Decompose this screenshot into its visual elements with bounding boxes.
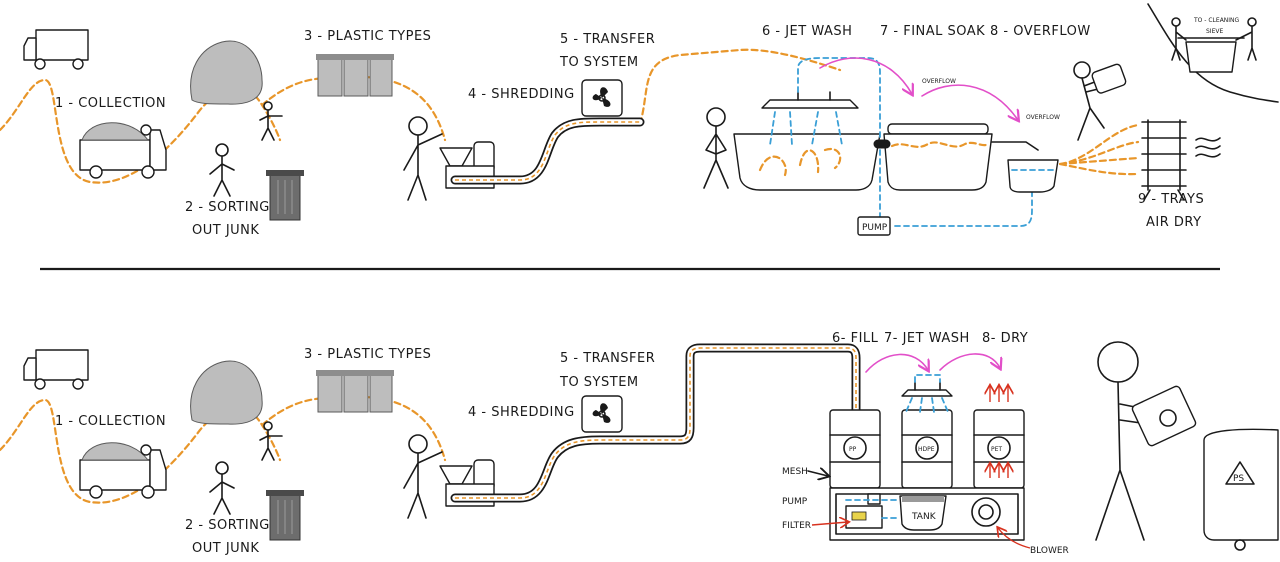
bottom-label-fill: 6- FILL — [832, 331, 879, 346]
bottom-label-jet-wash: 7- JET WASH — [884, 331, 970, 346]
bottom-label-shredding: 4 - SHREDDING — [468, 405, 575, 420]
top-label-sorting-2: OUT JUNK — [192, 223, 259, 238]
bottom-filter-leader — [811, 522, 848, 525]
top-carrying-person — [1073, 61, 1127, 141]
top-transfer-tube-flow — [455, 121, 640, 181]
bottom-arrow-fill-to-wash — [865, 353, 928, 372]
top-observer-person — [703, 107, 729, 189]
top-label-trays-1: 9 - TRAYS — [1138, 192, 1204, 207]
top-arrow-overflow-2 — [921, 84, 1018, 120]
bottom-ps-bin: PS — [1203, 428, 1279, 551]
bottom-base-unit — [829, 487, 1025, 541]
top-label-pump: PUMP — [862, 223, 888, 233]
top-plastic-pile — [190, 40, 263, 105]
bottom-label-transfer-2: TO SYSTEM — [559, 375, 639, 390]
bottom-trash-bin-icon — [266, 490, 304, 541]
top-transfer-flow-path — [638, 48, 842, 126]
bottom-jet-wash-head — [901, 381, 953, 413]
top-label-final-soak: 7 - FINAL SOAK — [880, 24, 985, 39]
bottom-sorting-person — [209, 461, 235, 515]
top-label-sorting-1: 2 - SORTING — [185, 200, 270, 215]
bottom-label-mesh: MESH — [782, 467, 808, 477]
top-label-overflow-small-1: OVERFLOW — [922, 78, 956, 85]
bottom-mesh-leader — [807, 471, 828, 476]
top-jet-wash-tank — [733, 91, 881, 191]
bottom-label-plastic-types: 3 - PLASTIC TYPES — [304, 347, 431, 362]
bottom-arrow-wash-to-dry — [939, 353, 1000, 370]
top-plastic-type-bins — [316, 54, 394, 97]
top-label-transfer-1: 5 - TRANSFER — [560, 32, 655, 47]
top-inset-boundary — [1147, 3, 1279, 103]
bottom-blower-leader — [998, 528, 1031, 549]
top-shredding-person — [403, 116, 443, 201]
bottom-jet-water-line — [914, 374, 941, 383]
bottom-label-drum-pp: PP — [849, 446, 857, 453]
bottom-label-collection: 1 - COLLECTION — [55, 414, 166, 429]
bottom-label-sorting-1: 2 - SORTING — [185, 518, 270, 533]
top-pump-box: PUMP — [857, 216, 891, 236]
top-small-person — [259, 101, 283, 141]
bottom-label-bin: PS — [1233, 474, 1244, 484]
bottom-drum-hdpe: HDPE — [901, 409, 953, 489]
top-label-collection: 1 - COLLECTION — [55, 96, 166, 111]
top-label-plastic-types: 3 - PLASTIC TYPES — [304, 29, 431, 44]
top-flakes-to-trays — [1058, 123, 1140, 176]
top-sieve-illustration: TO - CLEANING SIEVE — [1171, 17, 1257, 73]
bottom-label-drum-pet: PET — [991, 446, 1002, 453]
top-air-icon — [1195, 137, 1221, 158]
top-fan-icon — [581, 79, 623, 117]
bottom-process: 1 - COLLECTION 2 - SORTING OUT JUNK 3 - … — [0, 331, 1279, 556]
bottom-label-filter: FILTER — [782, 521, 811, 531]
bottom-plastic-pile — [190, 360, 263, 425]
bottom-label-tank: TANK — [911, 512, 937, 522]
top-label-trays-2: AIR DRY — [1146, 215, 1202, 230]
top-arrow-overflow-1 — [819, 57, 912, 94]
top-process: 1 - COLLECTION 2 - SORTING OUT JUNK 3 - … — [0, 3, 1279, 238]
bottom-plastic-flow-path — [0, 395, 447, 504]
top-final-soak-tank — [883, 123, 993, 191]
bottom-transfer-tube-flow — [455, 347, 857, 499]
top-label-shredding: 4 - SHREDDING — [468, 87, 575, 102]
bottom-label-transfer-1: 5 - TRANSFER — [560, 351, 655, 366]
top-trash-bin-icon — [266, 170, 304, 221]
bottom-plastic-type-bins — [316, 370, 394, 413]
bottom-label-blower: BLOWER — [1030, 546, 1069, 556]
bottom-fan-icon — [581, 395, 623, 433]
bottom-shredding-person — [403, 434, 443, 519]
top-sorting-person — [209, 143, 235, 197]
top-label-overflow: 8 - OVERFLOW — [990, 24, 1091, 39]
bottom-empty-truck — [23, 349, 89, 390]
top-overflow-bowl — [991, 141, 1059, 193]
bottom-heat-arrows — [990, 386, 1008, 478]
bottom-worker-person — [1095, 341, 1197, 541]
bottom-label-drum-hdpe: HDPE — [918, 446, 935, 453]
top-loaded-truck — [79, 122, 167, 179]
bottom-loaded-truck — [79, 442, 167, 499]
top-empty-truck — [23, 29, 89, 70]
top-water-return — [894, 187, 1033, 227]
top-label-overflow-small-2: OVERFLOW — [1026, 114, 1060, 121]
top-label-jet-wash: 6 - JET WASH — [762, 24, 852, 39]
bottom-label-dry: 8- DRY — [982, 331, 1028, 346]
top-drying-rack — [1141, 119, 1187, 201]
bottom-small-person — [259, 421, 283, 461]
bottom-drum-pp: PP — [829, 409, 881, 489]
bottom-label-pump: PUMP — [782, 497, 808, 507]
top-label-sieve-1: TO - CLEANING — [1193, 17, 1240, 24]
top-plastic-flow-path — [0, 75, 447, 184]
top-label-transfer-2: TO SYSTEM — [559, 55, 639, 70]
top-label-sieve-2: SIEVE — [1206, 28, 1223, 35]
bottom-label-sorting-2: OUT JUNK — [192, 541, 259, 556]
